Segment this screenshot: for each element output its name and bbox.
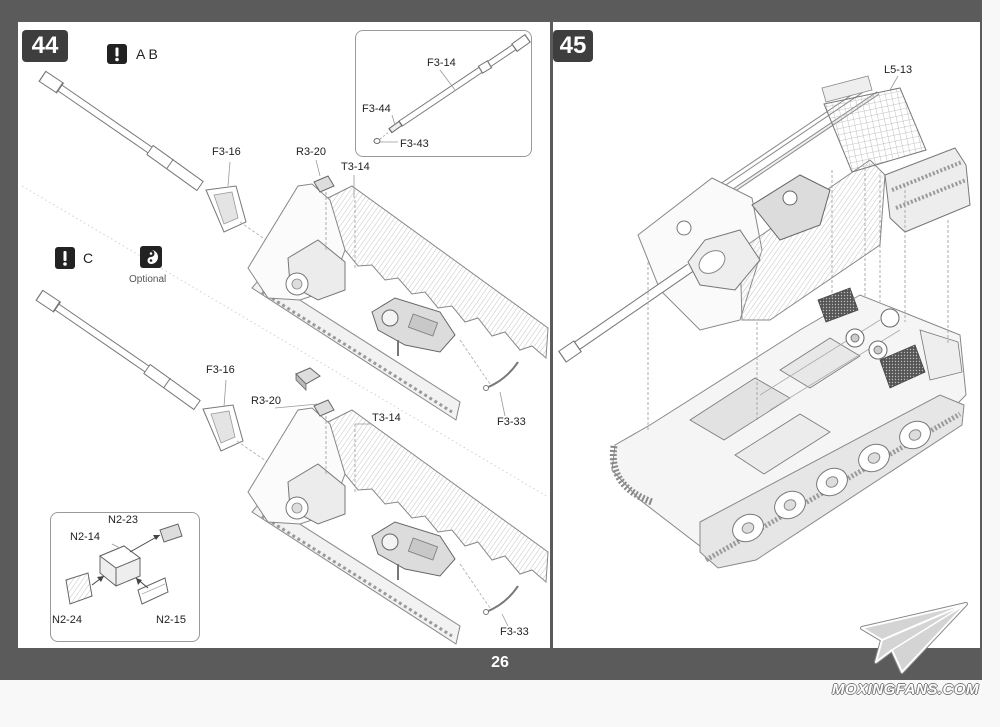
grille-l5-13-illustration — [823, 75, 927, 173]
part-label: R3-20 — [251, 395, 281, 407]
watermark-text: MOXINGFANS.COM — [832, 681, 980, 698]
part-label: L5-13 — [884, 64, 913, 76]
barrel-detail-illustration — [373, 33, 531, 144]
n2-detail-illustration — [65, 523, 183, 605]
tank-lower-hull-illustration — [609, 287, 967, 569]
step-number-44: 44 — [22, 30, 68, 62]
part-label: F3-16 — [206, 364, 235, 376]
part-label: N2-24 — [52, 614, 82, 626]
part-label: F3-33 — [500, 626, 529, 638]
optional-label: Optional — [129, 274, 167, 285]
optional-icon — [140, 246, 162, 268]
step-44-leader-lines — [223, 159, 509, 627]
part-label: T3-14 — [372, 412, 401, 424]
part-label: F3-44 — [362, 103, 391, 115]
variant-ab-label: A B — [136, 46, 158, 62]
step-45-leader-lines — [647, 168, 949, 432]
hull-assembly-ab-illustration — [246, 174, 550, 422]
paper-plane-icon — [860, 602, 968, 674]
optional-part-c-illustration — [295, 367, 321, 391]
part-label: N2-15 — [156, 614, 186, 626]
part-label: R3-20 — [296, 146, 326, 158]
hull-assembly-c-illustration — [246, 398, 550, 646]
tank-superstructure-illustration — [558, 75, 971, 363]
part-label: N2-23 — [108, 514, 138, 526]
variant-c-label: C — [83, 250, 94, 266]
part-label: T3-14 — [341, 161, 370, 173]
part-label: N2-14 — [70, 531, 100, 543]
step-number-45: 45 — [553, 30, 593, 62]
part-label: F3-16 — [212, 146, 241, 158]
page-number: 26 — [491, 654, 509, 671]
exclamation-icon — [107, 44, 127, 64]
variant-divider-line — [21, 185, 549, 498]
part-label: F3-43 — [400, 138, 429, 150]
exclamation-icon — [55, 247, 75, 269]
gun-barrel-ab-illustration — [42, 76, 292, 258]
gun-barrel-c-illustration — [39, 295, 289, 477]
part-label: F3-14 — [427, 57, 456, 69]
part-label: F3-33 — [497, 416, 526, 428]
